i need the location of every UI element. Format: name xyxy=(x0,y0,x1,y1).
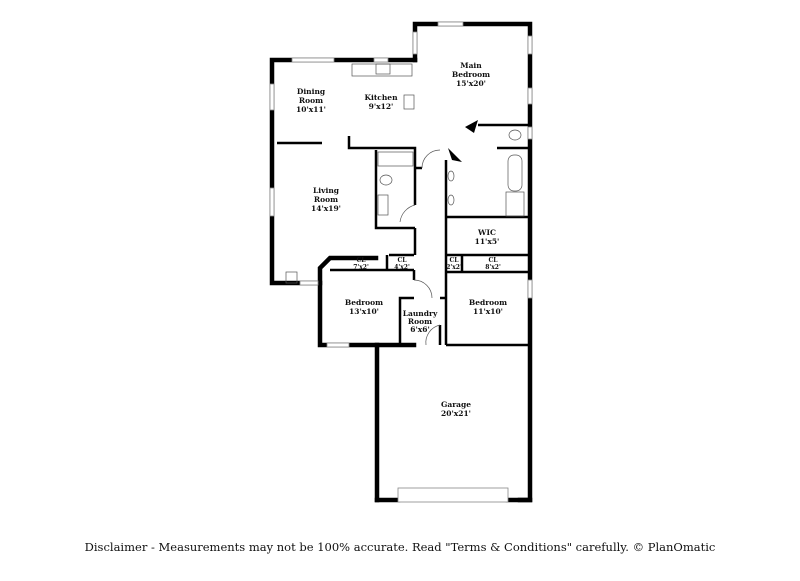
door-swing xyxy=(413,279,433,299)
fixtures xyxy=(285,63,525,346)
sink-icon xyxy=(447,194,455,206)
bathtub-icon xyxy=(377,151,414,167)
stove-icon xyxy=(403,94,415,110)
sink-icon xyxy=(377,194,389,216)
svg-text:CL7'x2': CL7'x2' xyxy=(353,257,369,271)
door-swing xyxy=(421,149,441,169)
door-swing xyxy=(425,324,441,346)
toilet-icon xyxy=(508,129,522,141)
svg-text:CL8'x2': CL8'x2' xyxy=(485,257,501,271)
pillar-icon xyxy=(465,120,478,133)
pillar-icon xyxy=(448,148,462,162)
toilet-icon xyxy=(379,174,393,186)
bathtub-icon xyxy=(507,154,523,192)
windows xyxy=(269,21,533,503)
shower-icon xyxy=(505,191,525,217)
interior-walls xyxy=(277,120,530,347)
sink-icon xyxy=(375,63,391,75)
disclaimer-text: Disclaimer - Measurements may not be 100… xyxy=(84,540,716,554)
door-icon xyxy=(285,271,298,284)
svg-text:CL2'x2': CL2'x2' xyxy=(446,257,462,271)
door-swing xyxy=(399,204,416,223)
svg-text:CL4'x2': CL4'x2' xyxy=(394,257,410,271)
sink-icon xyxy=(447,170,455,182)
